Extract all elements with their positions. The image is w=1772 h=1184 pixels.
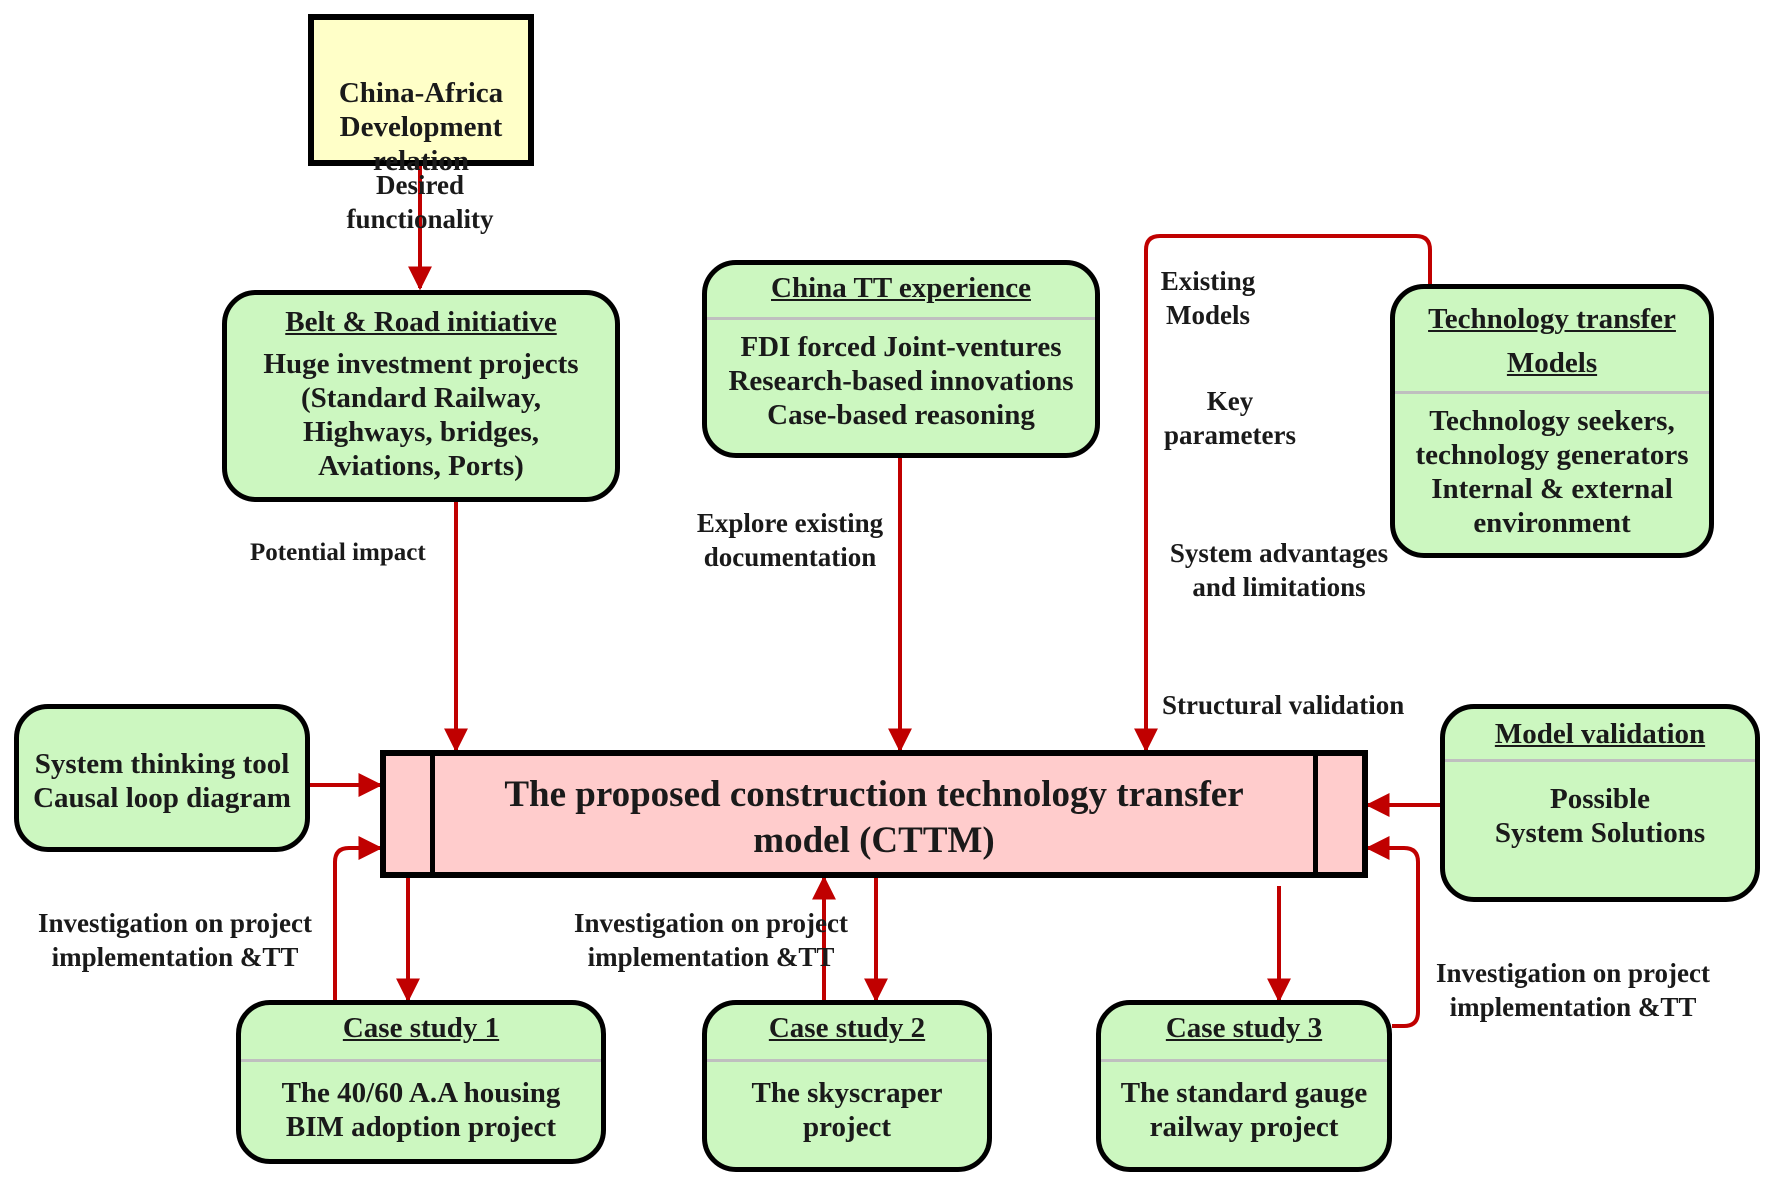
arrow-case3-to-central (1365, 836, 1420, 1028)
label-investigation-3: Investigation on project implementation … (1436, 958, 1710, 1022)
arrow-case1-to-central (333, 836, 383, 1000)
case-study-1-divider (241, 1059, 601, 1062)
central-model-box: The proposed construction technology tra… (380, 750, 1368, 878)
case-study-3-divider (1101, 1059, 1387, 1062)
case-study-1-box: Case study 1 The 40/60 A.A housing BIM a… (236, 1000, 606, 1164)
belt-road-body: Huge investment projects (Standard Railw… (263, 348, 579, 482)
system-thinking-body: System thinking tool Causal loop diagram (33, 748, 291, 814)
tt-models-title: Technology transfer Models (1428, 303, 1676, 379)
china-tt-divider (707, 317, 1095, 320)
central-right-bar (1313, 756, 1362, 872)
china-africa-box: China-Africa Development relation (308, 14, 534, 177)
label-key-parameters: Key parameters (1164, 386, 1296, 450)
model-validation-box: Model validation Possible System Solutio… (1440, 704, 1760, 902)
case-study-2-title: Case study 2 (768, 1012, 926, 1044)
label-explore-documentation: Explore existing documentation (696, 508, 884, 572)
case-study-2-divider (707, 1059, 987, 1062)
model-validation-divider (1445, 759, 1755, 762)
label-desired-functionality: Desired functionality (346, 170, 494, 234)
model-validation-title: Model validation (1494, 718, 1706, 750)
central-title: The proposed construction technology tra… (504, 774, 1244, 861)
label-system-advantages: System advantages and limitations (1169, 538, 1389, 602)
case-study-3-body: The standard gauge railway project (1120, 1077, 1368, 1143)
china-tt-box: China TT experience FDI forced Joint-ven… (702, 260, 1100, 458)
tt-models-body: Technology seekers, technology generator… (1415, 405, 1689, 539)
china-tt-title: China TT experience (771, 272, 1031, 304)
label-potential-impact: Potential impact (250, 539, 426, 566)
belt-road-box: Belt & Road initiative Huge investment p… (222, 290, 620, 502)
model-validation-body: Possible System Solutions (1494, 783, 1706, 849)
label-investigation-2: Investigation on project implementation … (574, 908, 848, 972)
tt-models-box: Technology transfer Models Technology se… (1390, 284, 1714, 558)
case-study-3-title: Case study 3 (1165, 1012, 1323, 1044)
case-study-1-body: The 40/60 A.A housing BIM adoption proje… (281, 1077, 561, 1143)
label-structural-validation: Structural validation (1162, 690, 1405, 720)
arrow-tt-models-to-central (1134, 234, 1432, 753)
label-existing-models: Existing Models (1160, 266, 1256, 330)
case-study-2-box: Case study 2 The skyscraper project (702, 1000, 992, 1172)
belt-road-title: Belt & Road initiative (285, 306, 557, 338)
china-tt-body: FDI forced Joint-ventures Research-based… (728, 331, 1074, 431)
china-africa-text: China-Africa Development relation (338, 77, 504, 177)
label-investigation-1: Investigation on project implementation … (38, 908, 312, 972)
system-thinking-box: System thinking tool Causal loop diagram (14, 704, 310, 852)
case-study-2-body: The skyscraper project (751, 1077, 943, 1143)
case-study-3-box: Case study 3 The standard gauge railway … (1096, 1000, 1392, 1172)
case-study-1-title: Case study 1 (342, 1012, 500, 1044)
central-left-bar (386, 756, 435, 872)
tt-models-divider (1395, 391, 1709, 394)
